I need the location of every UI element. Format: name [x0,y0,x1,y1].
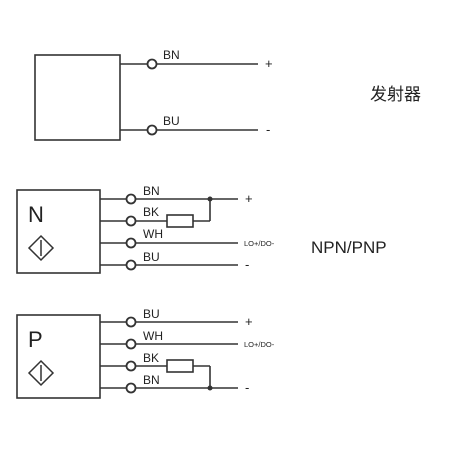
npn-terminal-bk [125,215,137,227]
pnp-note-lo-do: LO+/DO- [244,340,275,349]
emitter-title: 发射器 [370,85,421,105]
npn-terminal-bu [125,259,137,271]
pnp-sign-minus: - [245,380,249,395]
npn-sign-plus: + [245,191,253,206]
pnp-block: P BU + WH LO+/DO- BK BN - [16,307,275,399]
pnp-label-bk: BK [143,351,159,365]
emitter-sign-minus: - [266,122,270,137]
pnp-terminal-bu [125,316,137,328]
npn-label-wh: WH [143,227,163,241]
npn-label-bu: BU [143,250,160,264]
output-type-label: NPN/PNP [311,238,387,257]
npn-sign-minus: - [245,257,249,272]
npn-terminal-bn [125,193,137,205]
npn-block: N BN + BK WH LO+/DO- BU - [16,184,275,274]
pnp-terminal-bn [125,382,137,394]
emitter-label-bu: BU [163,114,180,128]
emitter-terminal-bn [146,58,158,70]
pnp-label-bu: BU [143,307,160,321]
emitter-block: BN + BU - [34,48,273,141]
npn-box [16,189,101,274]
npn-sensor-symbol-icon [27,234,55,262]
emitter-label-bn: BN [163,48,180,62]
npn-note-lo-do: LO+/DO- [244,239,275,248]
pnp-terminal-wh [125,338,137,350]
pnp-resistor [166,359,194,373]
emitter-terminal-bu [146,124,158,136]
emitter-sign-plus: + [265,56,273,71]
emitter-box [34,54,121,141]
pnp-box [16,314,101,399]
pnp-label-wh: WH [143,329,163,343]
npn-label-bn: BN [143,184,160,198]
pnp-terminal-bk [125,360,137,372]
pnp-label-bn: BN [143,373,160,387]
pnp-sign-plus: + [245,314,253,329]
npn-terminal-wh [125,237,137,249]
npn-label-bk: BK [143,205,159,219]
pnp-sensor-symbol-icon [27,359,55,387]
npn-junction-dot [207,196,213,202]
npn-letter: N [28,202,44,227]
npn-resistor [166,214,194,228]
pnp-letter: P [28,327,43,352]
